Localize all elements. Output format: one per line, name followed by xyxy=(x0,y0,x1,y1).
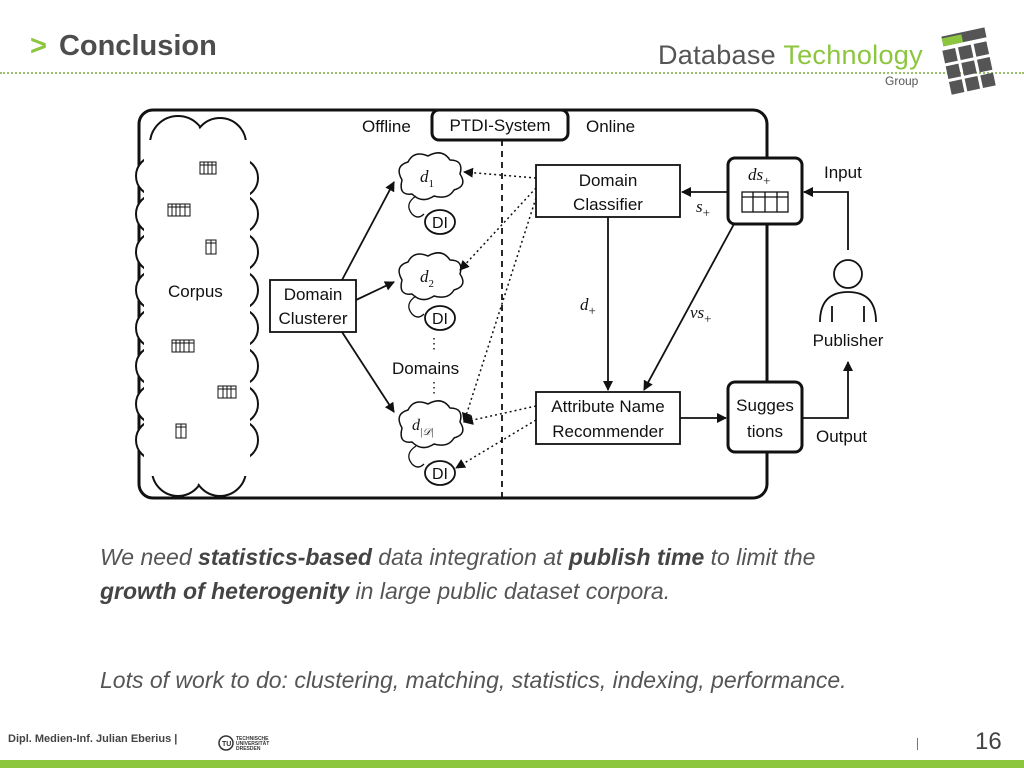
ds-plus-box xyxy=(726,156,804,226)
domains-ellipsis-top: ⋮ xyxy=(427,335,441,351)
domain-classifier-box xyxy=(535,164,681,218)
statement-emphasis-statistics: statistics-based xyxy=(198,544,372,570)
d1-di-connector xyxy=(408,195,425,218)
header-divider xyxy=(0,72,1024,74)
page-number: 16 xyxy=(975,728,1002,755)
system-label: PTDI-System xyxy=(449,116,550,135)
ds-plus-label: ds+ xyxy=(748,165,770,188)
domain-d1-label: d1 xyxy=(420,167,434,190)
vs-plus-label: vs+ xyxy=(690,303,712,326)
brand-wordmark: Database Technology xyxy=(658,40,923,71)
tu-dresden-logo: TU TECHNISCHE UNIVERSITÄT DRESDEN xyxy=(218,734,280,757)
d-plus-label: d+ xyxy=(580,295,596,318)
svg-text:TECHNISCHE: TECHNISCHE xyxy=(236,736,269,742)
corpus-table-icons xyxy=(167,161,237,439)
ds-plus-table-icon xyxy=(741,191,789,213)
publisher-label: Publisher xyxy=(813,331,884,350)
statement-part-1: We need xyxy=(100,544,199,570)
domain-clusterer-label-1: Domain xyxy=(284,285,343,304)
arrow-input xyxy=(803,187,849,250)
svg-text:UNIVERSITÄT: UNIVERSITÄT xyxy=(236,740,269,747)
di-bubble-3 xyxy=(424,460,456,486)
suggestions-box xyxy=(726,380,804,454)
future-work-paragraph: Lots of work to do: clustering, matching… xyxy=(100,667,847,693)
database-group-logo-icon xyxy=(941,27,996,95)
statement-part-3: to limit the xyxy=(704,544,816,570)
arrow-clusterer-d1 xyxy=(341,181,395,281)
domain-cloud-d1 xyxy=(398,152,464,201)
di-label-3: DI xyxy=(432,466,448,483)
domain-clusterer-box xyxy=(269,279,357,333)
slide-title-text: Conclusion xyxy=(58,30,217,62)
footer-author: Dipl. Medien-Inf. Julian Eberius | xyxy=(8,733,178,745)
suggestions-label-1: Sugges xyxy=(736,396,794,415)
suggestions-label-2: tions xyxy=(747,422,783,441)
statement-paragraph: We need statistics-based data integratio… xyxy=(100,540,980,608)
online-label: Online xyxy=(586,117,635,136)
attribute-recommender-label-1: Attribute Name xyxy=(551,397,664,416)
ptdi-system-diagram: PTDI-System Offline Online xyxy=(135,108,884,500)
domain-cloud-d2 xyxy=(398,252,464,301)
chevron-icon: > xyxy=(30,30,47,62)
brand-word-database: Database xyxy=(658,40,776,70)
d2-di-connector xyxy=(408,295,425,318)
footer-separator xyxy=(917,738,918,750)
di-label-2: DI xyxy=(432,311,448,328)
tu-dresden-logo-icon: TU TECHNISCHE UNIVERSITÄT DRESDEN xyxy=(218,735,269,752)
output-label: Output xyxy=(816,427,867,446)
arrow-ds-recommender xyxy=(643,223,735,391)
attribute-recommender-label-2: Recommender xyxy=(552,422,664,441)
dD-di-connector xyxy=(408,445,425,468)
s-plus-label: s+ xyxy=(696,197,710,220)
publisher-person-icon xyxy=(819,259,877,323)
di-bubble-1 xyxy=(424,209,456,235)
domain-d2-label: d2 xyxy=(420,267,434,290)
statement-part-2: data integration at xyxy=(371,544,569,570)
di-label-1: DI xyxy=(432,215,448,232)
offline-label: Offline xyxy=(362,117,411,136)
svg-text:DRESDEN: DRESDEN xyxy=(236,746,261,752)
arrow-output xyxy=(802,361,853,419)
arrow-clusterer-d2 xyxy=(355,281,395,301)
svg-text:TU: TU xyxy=(222,741,231,748)
brand-subtitle: Group xyxy=(885,74,919,88)
attribute-recommender-box xyxy=(535,391,681,445)
domains-label: Domains xyxy=(392,359,459,378)
di-bubble-2 xyxy=(424,305,456,331)
input-label: Input xyxy=(824,163,862,182)
domain-cloud-dD xyxy=(398,400,464,449)
statement-emphasis-publish-time: publish time xyxy=(568,544,705,570)
domain-classifier-label-2: Classifier xyxy=(573,195,643,214)
footer-accent-bar xyxy=(0,760,1024,768)
domain-dD-label: d|𝒟| xyxy=(412,417,433,438)
arrow-clusterer-dD xyxy=(341,331,395,413)
domain-classifier-label-1: Domain xyxy=(579,171,638,190)
corpus-label: Corpus xyxy=(168,282,223,301)
brand-word-technology: Technology xyxy=(783,40,923,70)
system-label-box xyxy=(430,108,570,142)
domains-ellipsis-bottom: ⋮ xyxy=(427,379,441,395)
domain-clusterer-label-2: Clusterer xyxy=(279,309,348,328)
statement-emphasis-growth: growth of heterogenity xyxy=(100,578,350,604)
statement-part-4: in large public dataset corpora. xyxy=(349,578,671,604)
slide-title: > Conclusion xyxy=(30,30,217,63)
dotted-domain-links xyxy=(455,167,537,469)
